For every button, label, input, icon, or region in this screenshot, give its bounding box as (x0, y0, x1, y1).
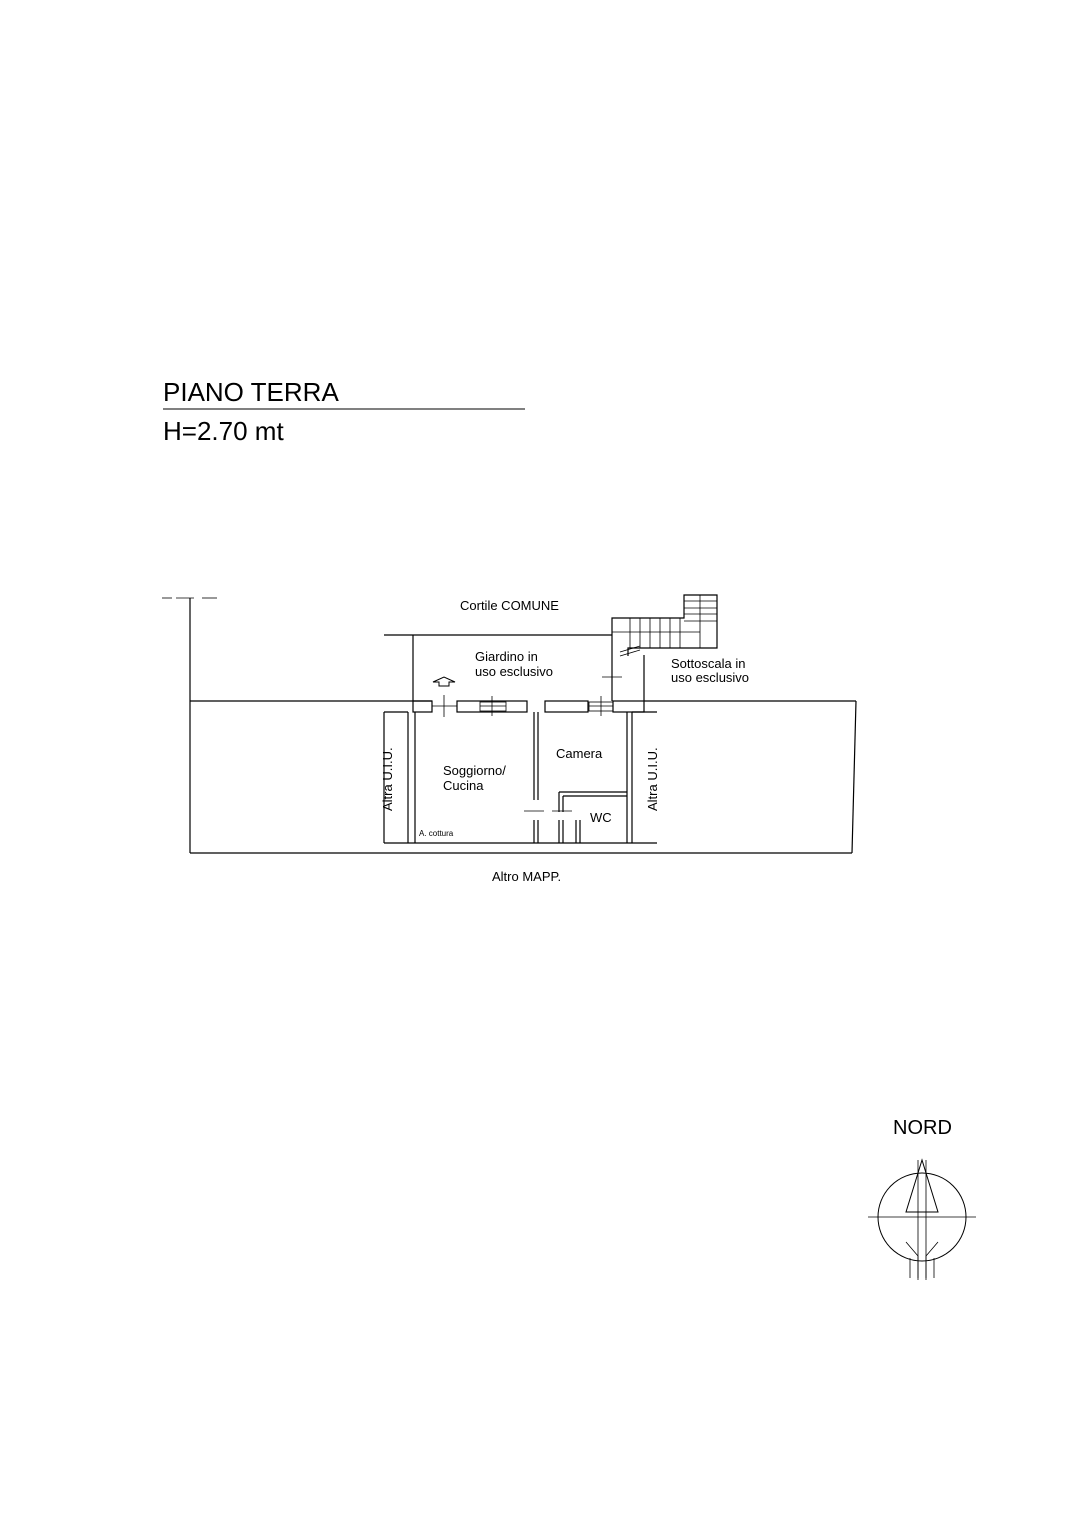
ceiling-height: H=2.70 mt (163, 416, 284, 446)
north-arrow-icon (868, 1158, 976, 1280)
staircase (602, 594, 718, 701)
entrance-arrow-icon (432, 676, 456, 687)
cooking-area-label: A. cottura (419, 829, 454, 838)
living-label-line1: Soggiorno/ (443, 763, 506, 778)
garden-enclosure (384, 634, 612, 701)
other-parcel-label: Altro MAPP. (492, 869, 561, 884)
bedroom-label: Camera (556, 746, 603, 761)
courtyard-label: Cortile COMUNE (460, 598, 559, 613)
understair-label-line1: Sottoscala in (671, 656, 745, 671)
compass-label: NORD (893, 1117, 952, 1139)
wc-label: WC (590, 810, 612, 825)
other-unit-right-label: Altra U.I.U. (645, 747, 660, 811)
unit-walls (383, 711, 657, 844)
understair-label-line2: uso esclusivo (671, 670, 749, 685)
floor-title: PIANO TERRA (163, 377, 339, 407)
garden-label-line2: uso esclusivo (475, 664, 553, 679)
site-boundary (162, 597, 857, 854)
garden-label-line1: Giardino in (475, 649, 538, 664)
other-unit-left-label: Altra U.I.U. (380, 747, 395, 811)
front-wall (412, 695, 645, 717)
living-label-line2: Cucina (443, 778, 484, 793)
